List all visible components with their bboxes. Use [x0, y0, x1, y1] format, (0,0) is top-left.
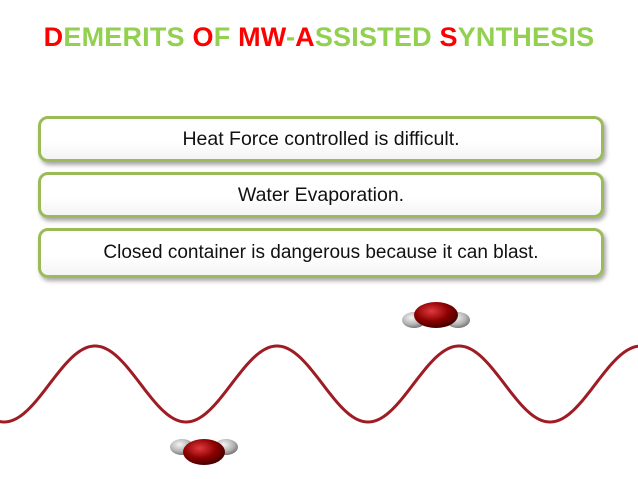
demerit-text: Heat Force controlled is difficult.: [182, 127, 460, 150]
water-molecule-icon: [402, 302, 470, 328]
title-segment: MW: [238, 22, 286, 52]
title-segment: EMERITS: [63, 22, 193, 52]
title-segment: O: [192, 22, 214, 52]
microwave-wave: [0, 344, 638, 424]
slide-title: DEMERITS OF MW-ASSISTED SYNTHESIS: [0, 22, 638, 53]
title-segment: -: [285, 22, 296, 52]
title-segment: S: [439, 22, 458, 52]
title-segment: F: [213, 22, 239, 52]
demerit-text: Closed container is dangerous because it…: [103, 242, 539, 263]
title-segment: YNTHESIS: [457, 22, 595, 52]
demerit-text: Water Evaporation.: [237, 183, 405, 206]
demerit-box-closed-container: Closed container is dangerous because it…: [38, 228, 604, 278]
water-molecule-icon: [170, 439, 238, 465]
demerit-box-heat-control: Heat Force controlled is difficult.: [38, 116, 604, 162]
title-segment: D: [43, 22, 64, 52]
title-segment: SSISTED: [314, 22, 440, 52]
demerit-box-evaporation: Water Evaporation.: [38, 172, 604, 218]
title-segment: A: [295, 22, 315, 52]
